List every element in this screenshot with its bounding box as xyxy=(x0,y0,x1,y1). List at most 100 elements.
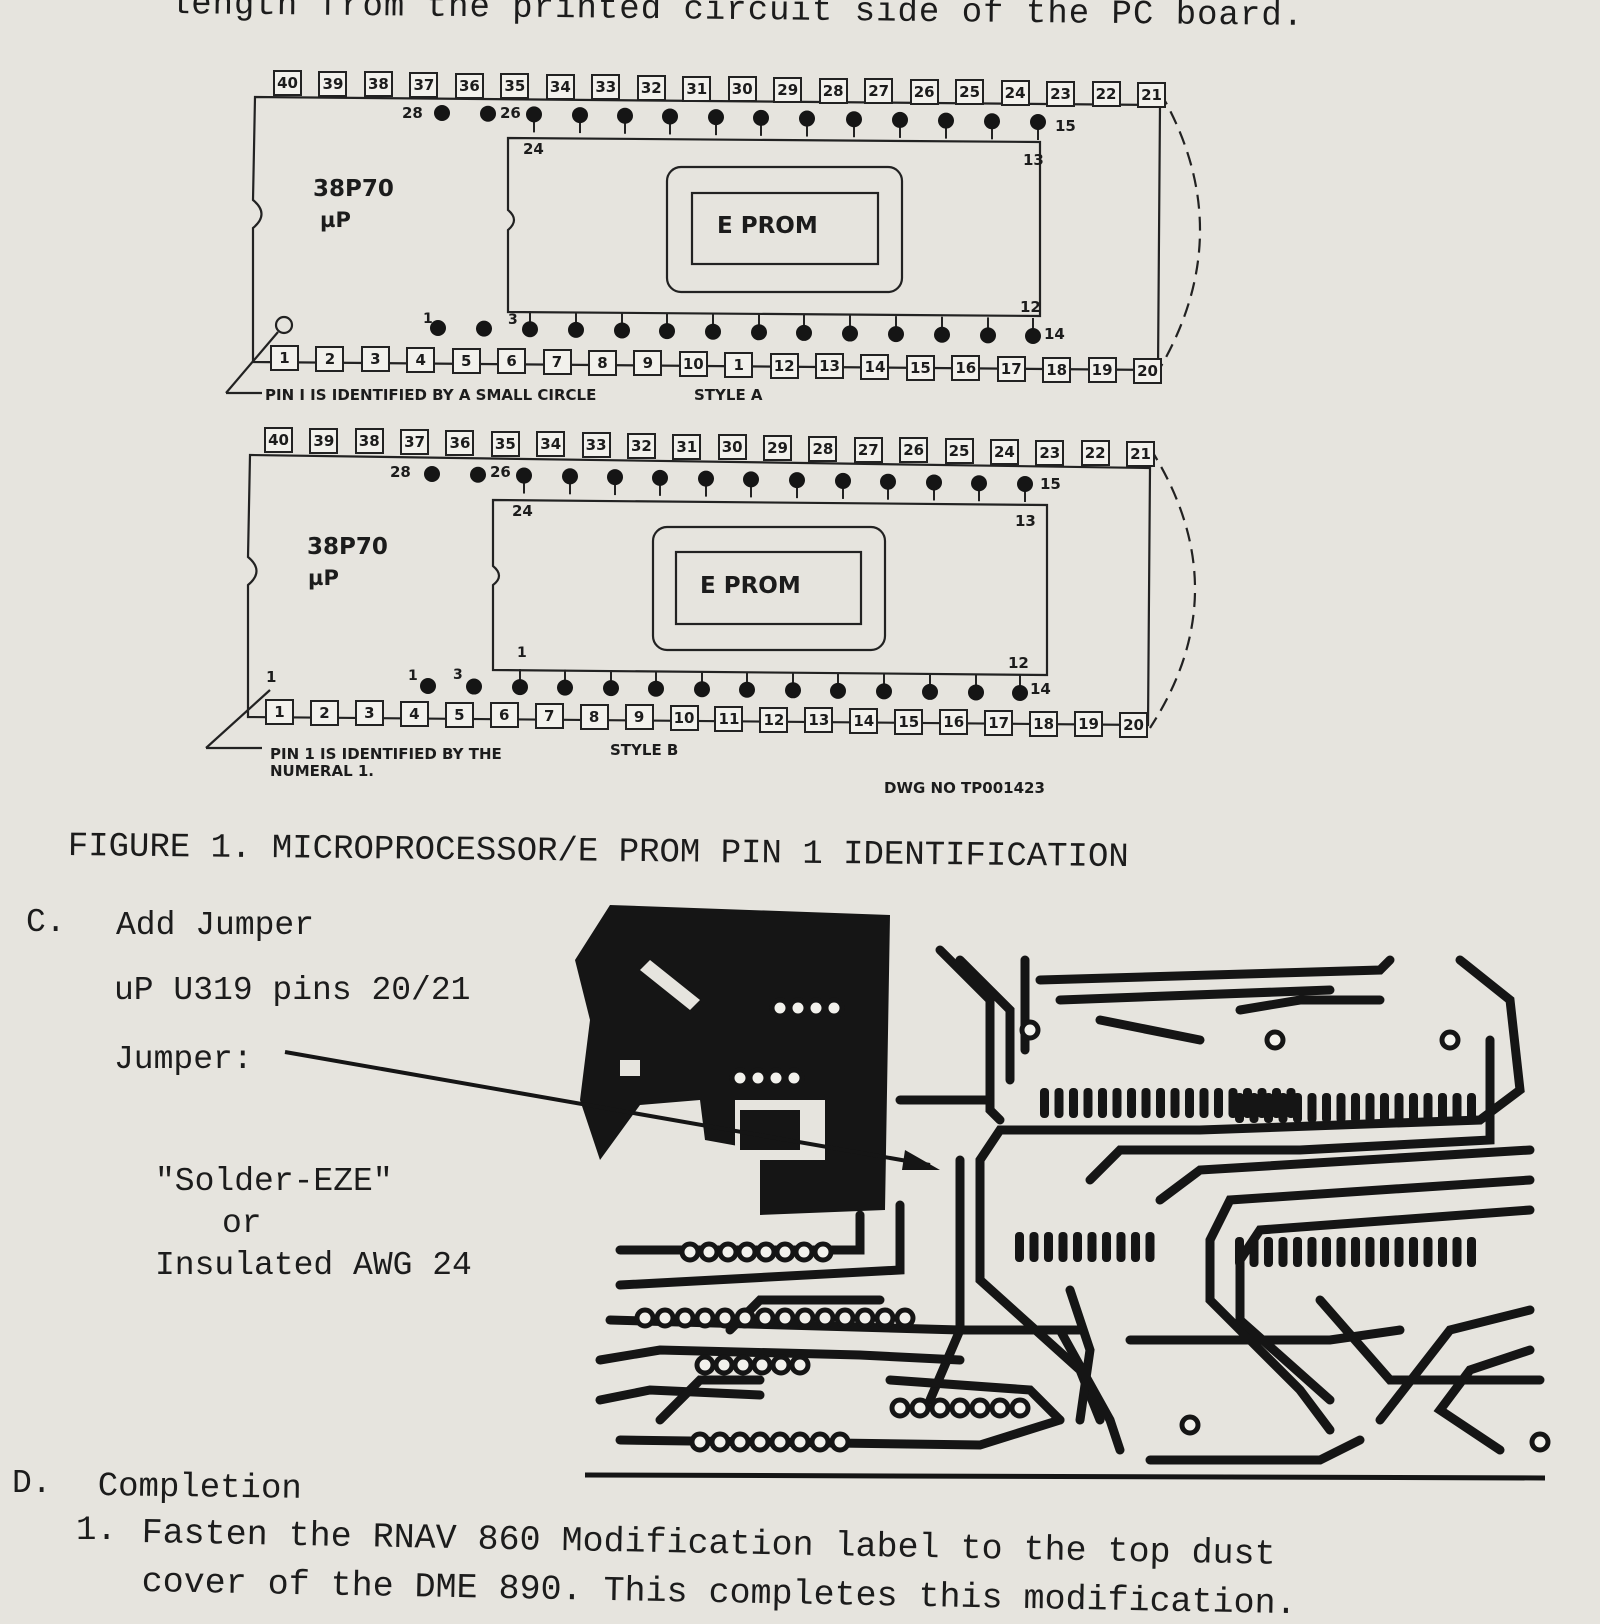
socket-pins-a xyxy=(430,105,1046,344)
pcb-pad-lower-right-9 xyxy=(1351,1237,1360,1267)
style-b-note-line1: PIN 1 IS IDENTIFIED BY THE xyxy=(270,745,502,763)
socket-a-bottom-dot-2 xyxy=(476,320,492,337)
pcb-pad-upper-left-3 xyxy=(1069,1088,1078,1118)
style-b-bottom-pin-9: 9 xyxy=(624,704,654,731)
pcb-via-row3-6 xyxy=(789,1354,811,1376)
style-a-top-pin-19: 22 xyxy=(1091,81,1121,108)
style-a-top-pin-9: 32 xyxy=(636,75,666,102)
style-b-top-pin-6: 35 xyxy=(490,430,520,457)
socket-b-bottom-dot-12 xyxy=(922,683,938,700)
style-b-bottom-pin-10: 10 xyxy=(669,705,699,732)
socket-b-bottom-dot-5 xyxy=(603,680,619,697)
socket-a-top-dot-9 xyxy=(799,110,815,127)
chip-b-sub: µP xyxy=(308,566,339,590)
pcb-pad-lower-left-9 xyxy=(1131,1232,1140,1262)
pcb-pad-lower-right-12 xyxy=(1394,1237,1404,1267)
pcb-via-row2-6 xyxy=(734,1307,756,1329)
style-b-top-pin-20: 21 xyxy=(1126,441,1155,467)
pcb-via-b-1 xyxy=(1264,1029,1286,1051)
chip-a-sub: µP xyxy=(320,208,351,232)
pcb-via-row2-3 xyxy=(674,1307,696,1329)
style-b-bottom-pin-4: 4 xyxy=(399,701,429,728)
style-a-note: PIN I IS IDENTIFIED BY A SMALL CIRCLE xyxy=(265,386,597,404)
socket-b-bottom-dot-11 xyxy=(876,683,892,700)
socket-b-top-dot-7 xyxy=(698,470,714,487)
style-b-bottom-pin-8: 8 xyxy=(579,703,609,730)
style-b-top-pin-19: 22 xyxy=(1080,440,1110,467)
style-b-top-pin-8: 33 xyxy=(581,432,611,459)
pcb-pad-upper-left-5 xyxy=(1098,1088,1107,1118)
pcb-pad-lower-right-2 xyxy=(1249,1237,1259,1267)
style-b-bottom-pin-12: 12 xyxy=(759,706,789,733)
pcb-pad-upper-right-15 xyxy=(1438,1093,1447,1123)
style-b-top-pin-7: 34 xyxy=(536,431,566,458)
pcb-pad-upper-left-9 xyxy=(1156,1088,1165,1118)
socket-a-top-dot-11 xyxy=(892,111,908,128)
pcb-pad-upper-left-2 xyxy=(1054,1088,1064,1118)
style-b-bottom-pin-6: 6 xyxy=(489,702,519,729)
socket-b-top-dot-6 xyxy=(652,469,668,486)
pcb-pad-upper-right-11 xyxy=(1380,1093,1389,1123)
socket-pins-b xyxy=(420,466,1033,701)
pcb-pad-lower-left-5 xyxy=(1073,1232,1082,1262)
pcb-via-row6-4 xyxy=(823,997,845,1019)
style-a-bottom-pin-4: 4 xyxy=(406,347,436,374)
socket-b-top-dot-5 xyxy=(607,469,623,486)
pcb-pad-lower-left-8 xyxy=(1116,1232,1126,1262)
pcb-via-row2-8 xyxy=(774,1307,796,1329)
style-a-bottom-pin-1: 1 xyxy=(270,345,299,371)
socket-a-top-dot-12 xyxy=(938,112,954,129)
style-a-bottom-pin-14: 14 xyxy=(860,353,890,380)
socket-a-pin-26: 26 xyxy=(500,104,521,122)
pcb-via-row4-4 xyxy=(949,1397,971,1419)
pcb-via-row2-1 xyxy=(634,1307,656,1329)
pcb-pad-upper-right-5 xyxy=(1293,1093,1302,1123)
style-a-top-pin-12: 29 xyxy=(773,76,803,103)
pcb-via-row5-1 xyxy=(689,1431,711,1453)
socket-b-bottom-dot-6 xyxy=(648,680,664,697)
pcb-pad-lower-left-3 xyxy=(1044,1232,1053,1262)
socket-b-pin-15: 15 xyxy=(1040,475,1061,493)
socket-a-bottom-dot-12 xyxy=(934,326,950,343)
socket-a-pin-12: 12 xyxy=(1020,298,1041,316)
style-a-bottom-pin-13: 13 xyxy=(815,353,845,380)
chip-b-label: 38P70 xyxy=(307,534,388,560)
socket-b-top-dot-2 xyxy=(470,466,486,483)
style-b-bottom-pin-7: 7 xyxy=(534,703,564,730)
style-a-bottom-pin-10: 10 xyxy=(678,351,708,378)
style-a-top-pin-20: 21 xyxy=(1137,82,1166,108)
style-a-bottom-pin-3: 3 xyxy=(360,346,390,373)
pcb-pad-upper-right-4 xyxy=(1278,1093,1288,1123)
pcb-via-row5-7 xyxy=(809,1431,831,1453)
section-c-letter: C. xyxy=(26,904,66,941)
style-a-top-pin-16: 25 xyxy=(955,79,985,106)
style-b-top-pin-17: 24 xyxy=(989,438,1019,465)
pcb-via-row5-5 xyxy=(769,1431,791,1453)
socket-b-bottom-dot-1 xyxy=(420,678,436,694)
socket-b-top-dot-12 xyxy=(926,474,942,491)
style-b-top-pin-16: 25 xyxy=(944,438,974,465)
pcb-pad-upper-right-8 xyxy=(1336,1093,1346,1123)
socket-a-top-dot-6 xyxy=(662,108,678,125)
style-b-bottom-pin-2: 2 xyxy=(309,699,339,726)
style-b-top-pin-3: 38 xyxy=(354,428,384,455)
style-a-bottom-pin-12: 12 xyxy=(769,352,799,379)
pcb-via-row3-4 xyxy=(751,1354,773,1376)
style-b-note-line2: NUMERAL 1. xyxy=(270,762,374,780)
pcb-via-row2-11 xyxy=(834,1307,856,1329)
pcb-via-row2-7 xyxy=(754,1307,776,1329)
style-b-top-pin-18: 23 xyxy=(1035,439,1065,466)
socket-b-pin-13: 13 xyxy=(1015,512,1036,530)
pcb-pad-upper-left-6 xyxy=(1112,1088,1122,1118)
style-b-bottom-pin-18: 18 xyxy=(1029,710,1059,737)
style-a-bottom-pin-9: 9 xyxy=(633,350,663,377)
style-b-top-pin-10: 31 xyxy=(672,433,702,460)
socket-b-top-dot-13 xyxy=(971,475,987,492)
pcb-via-row1-8 xyxy=(812,1241,834,1263)
socket-b-top-dot-1 xyxy=(424,466,440,482)
socket-b-pin-26: 26 xyxy=(490,463,511,481)
socket-a-top-dot-10 xyxy=(846,111,862,128)
pcb-pad-lower-left-10 xyxy=(1145,1232,1155,1262)
pcb-via-row2-4 xyxy=(694,1307,716,1329)
pcb-via-row1-7 xyxy=(793,1241,815,1263)
